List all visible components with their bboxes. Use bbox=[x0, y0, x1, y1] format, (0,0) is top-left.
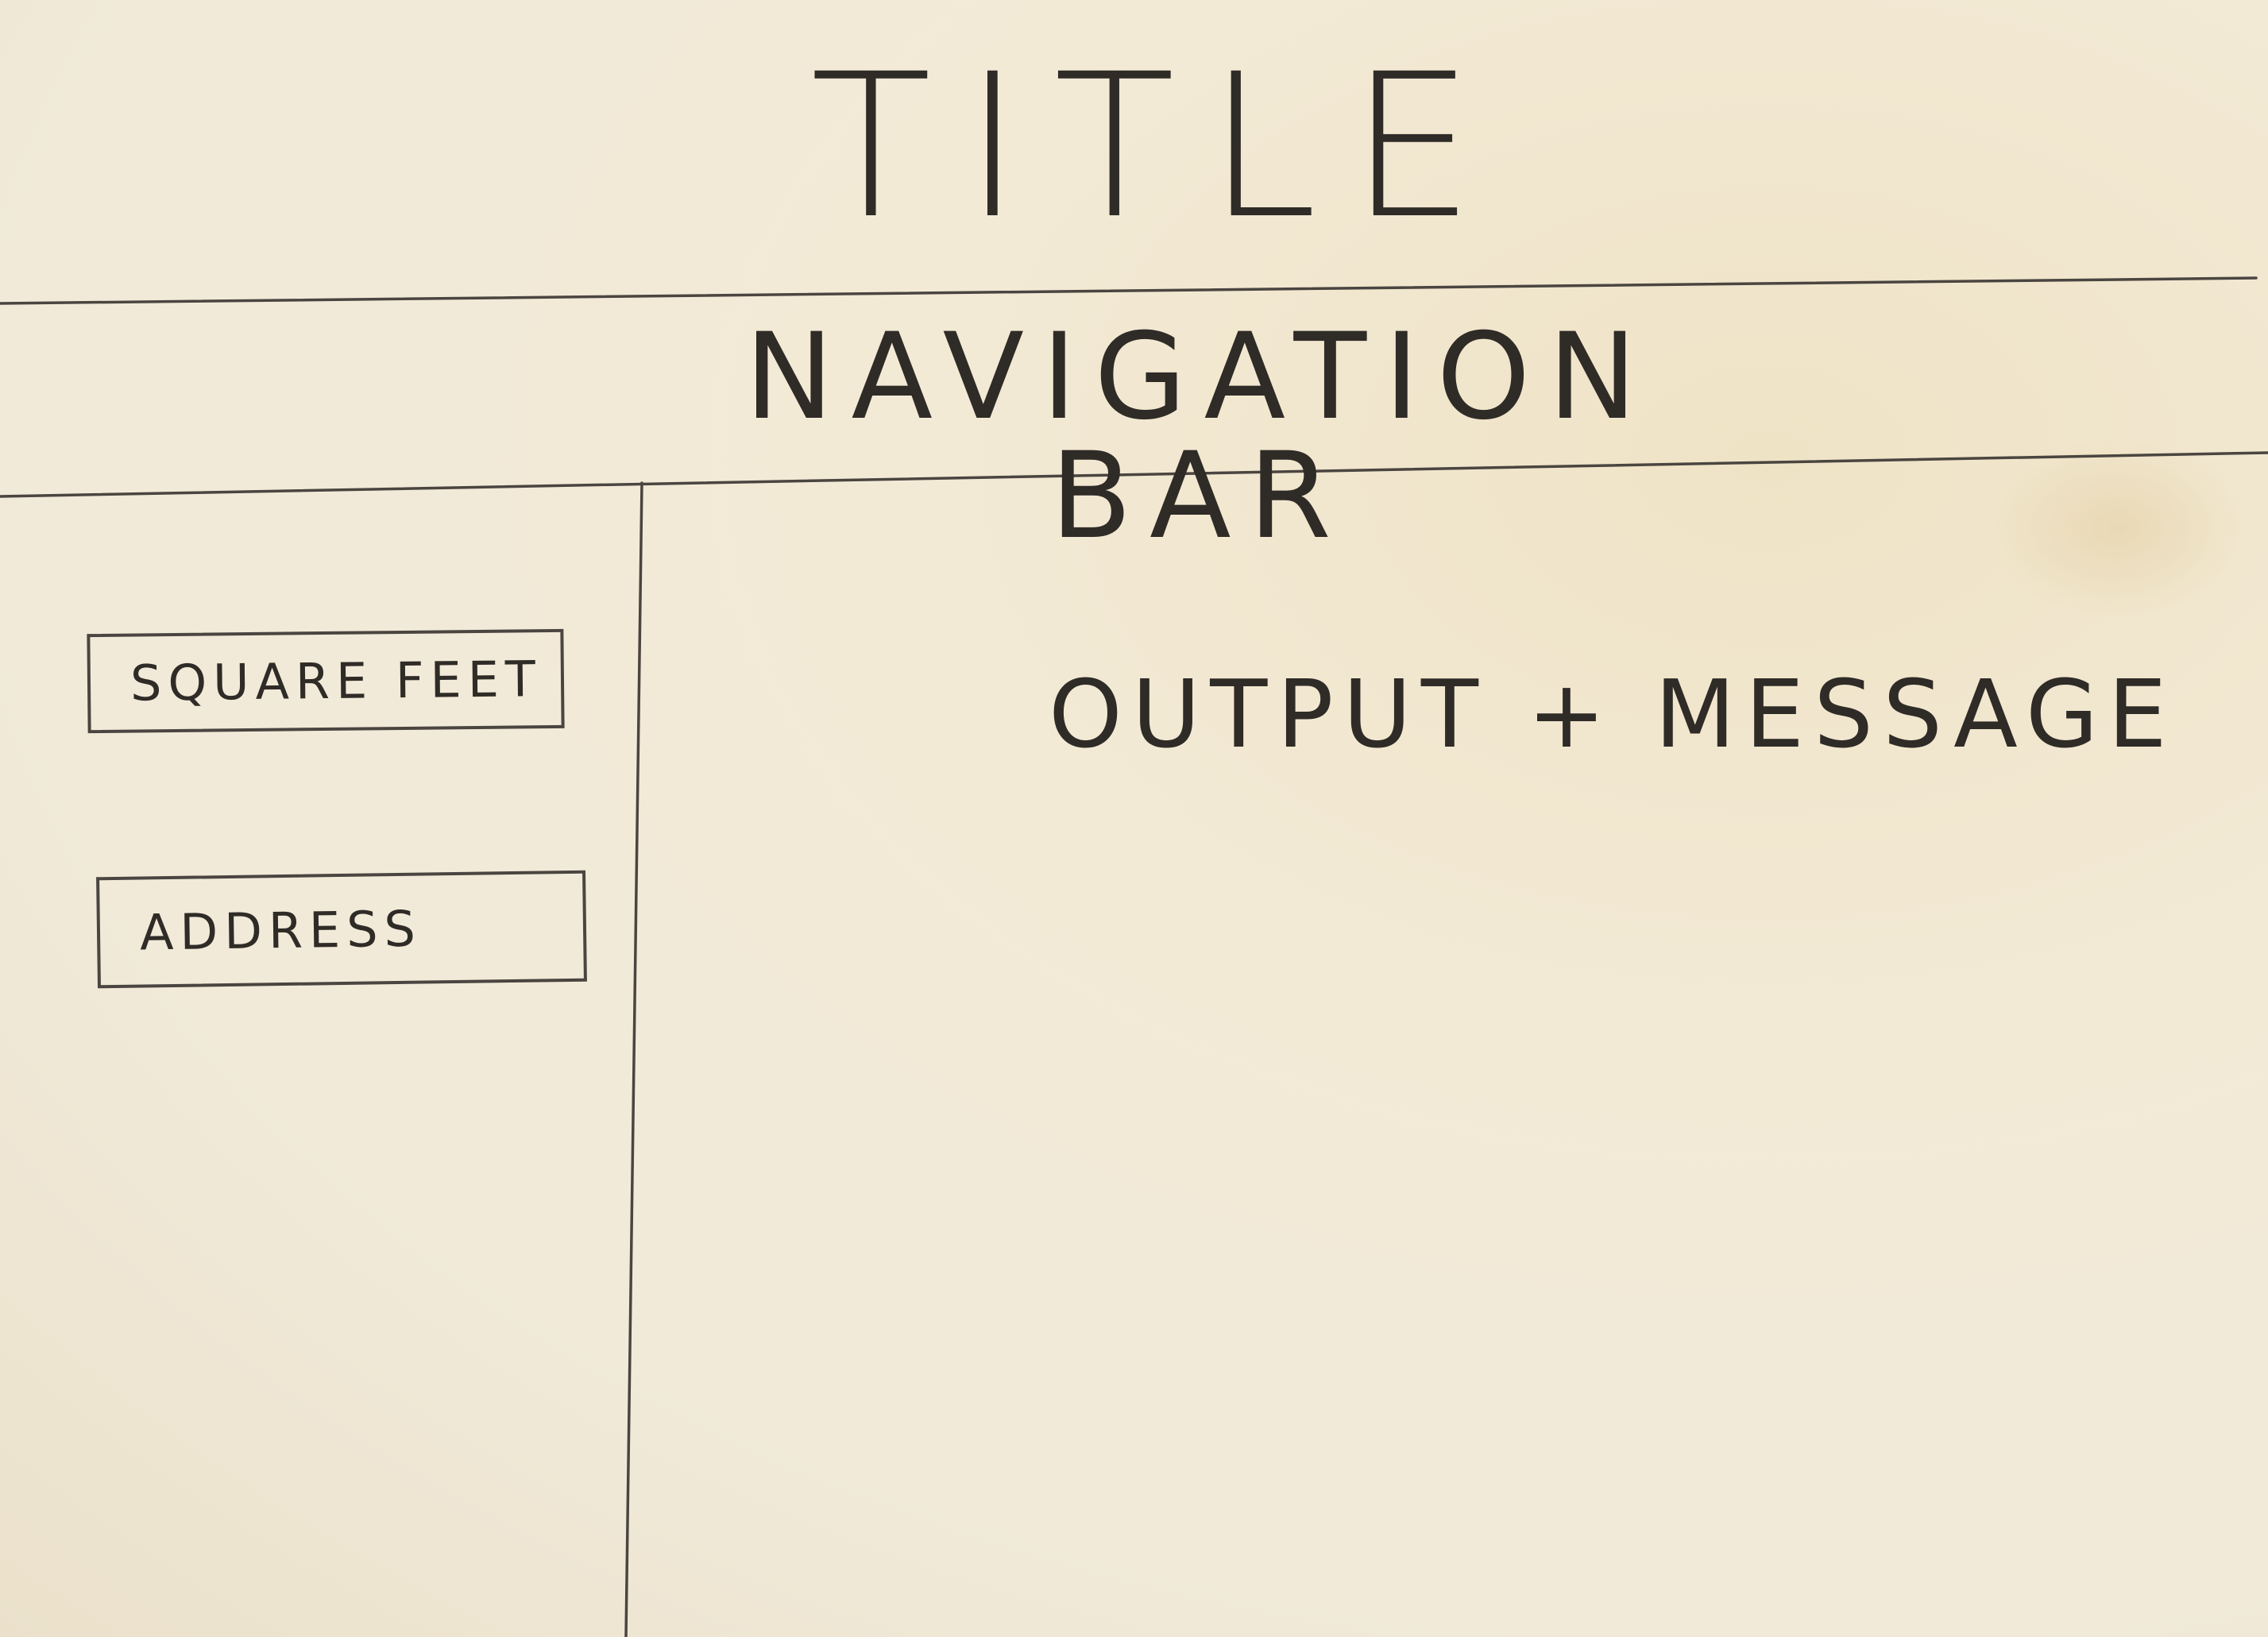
nav-divider-line bbox=[0, 451, 2268, 498]
header-divider-line bbox=[0, 276, 2258, 305]
sidebar-divider-line bbox=[624, 481, 643, 1637]
address-field[interactable]: ADDRESS bbox=[96, 870, 587, 989]
output-message-area: OUTPUT + MESSAGE bbox=[1049, 659, 2177, 769]
navigation-bar[interactable]: NAVIGATION BAR bbox=[744, 308, 1655, 566]
paper-stain bbox=[1986, 437, 2248, 620]
address-label: ADDRESS bbox=[139, 899, 423, 962]
square-feet-label: SQUARE FEET bbox=[129, 650, 543, 712]
page-title: TITLE bbox=[810, 31, 1507, 262]
square-feet-field[interactable]: SQUARE FEET bbox=[87, 628, 565, 734]
